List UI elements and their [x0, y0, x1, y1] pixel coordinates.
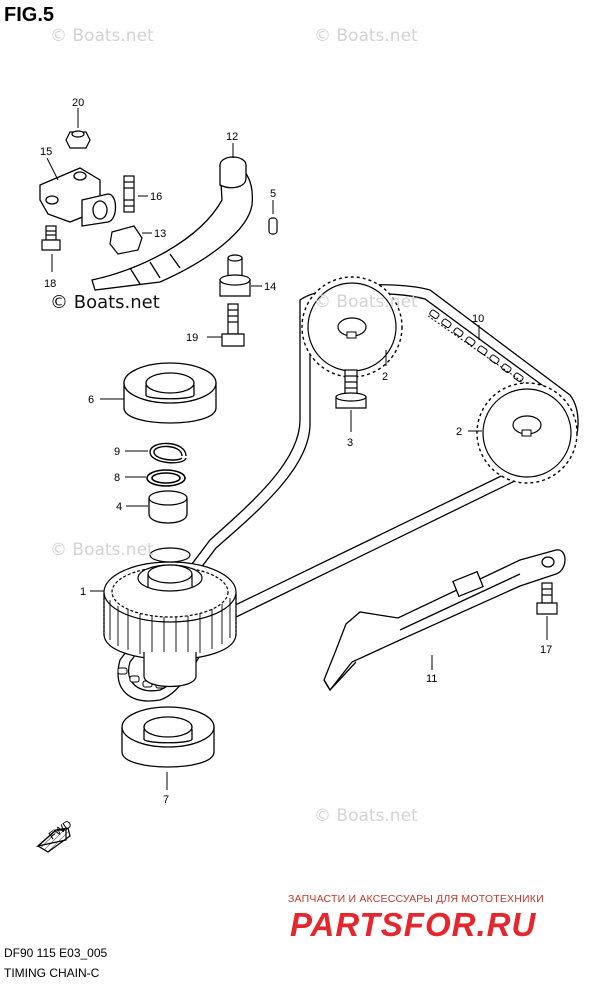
fwd-arrow-icon: FWD [35, 818, 74, 853]
tensioner-plate [109, 225, 143, 255]
callout-15: 15 [40, 146, 52, 158]
seller-logo: PARTSFOR.RU [290, 906, 537, 943]
callout-12: 12 [226, 131, 238, 143]
leader-lines [46, 108, 548, 790]
callout-2-upper: 2 [382, 371, 388, 383]
tensioner-bracket [39, 167, 117, 227]
figure-title: FIG.5 [4, 4, 55, 26]
callout-numbers: 20 15 16 13 18 12 5 14 19 10 2 2 3 6 9 8… [40, 97, 552, 806]
seller-tagline: ЗАПЧАСТИ И АКСЕССУАРЫ ДЛЯ МОТОТЕХНИКИ [288, 893, 544, 905]
callout-3: 3 [347, 437, 353, 449]
o-ring [146, 469, 186, 487]
watermark-dark: © Boats.net [50, 292, 160, 313]
watermark: © Boats.net [314, 26, 418, 46]
callout-4: 4 [116, 501, 122, 513]
watermark: © Boats.net [314, 292, 418, 312]
callout-9: 9 [114, 446, 120, 458]
callout-14: 14 [264, 281, 276, 293]
watermark: © Boats.net [50, 26, 154, 46]
guide-bolt [536, 582, 558, 615]
dowel-pin [268, 217, 278, 235]
sprocket-bolt [335, 369, 367, 409]
callout-16: 16 [150, 191, 162, 203]
figure-code: DF90 115 E03_005 [4, 946, 108, 960]
callout-20: 20 [72, 97, 84, 109]
pivot-bolt [221, 303, 245, 347]
callout-17: 17 [540, 644, 552, 656]
callout-18: 18 [44, 278, 56, 290]
callout-8: 8 [114, 472, 120, 484]
figure-caption: TIMING CHAIN-C [4, 966, 100, 980]
callout-11: 11 [426, 673, 437, 685]
callout-10: 10 [472, 313, 484, 325]
callout-6: 6 [88, 394, 94, 406]
callout-13: 13 [154, 228, 166, 240]
chain-tensioner-arm [91, 156, 254, 291]
watermark: © Boats.net [314, 806, 418, 826]
stud [123, 175, 135, 213]
bearing-upper [123, 362, 217, 424]
circlip [149, 442, 187, 464]
camshaft-sprocket-upper [301, 276, 403, 378]
watermark: © Boats.net [50, 540, 154, 560]
callout-1: 1 [80, 586, 86, 598]
crankshaft-gear [103, 547, 237, 687]
bushing [148, 490, 188, 524]
pivot-sleeve [219, 254, 251, 297]
camshaft-sprocket-right [476, 382, 578, 484]
callout-2-right: 2 [456, 426, 462, 438]
callout-5: 5 [270, 188, 276, 200]
callout-19: 19 [186, 332, 198, 344]
chain-guide-lower [323, 549, 566, 692]
nut [65, 130, 91, 149]
callout-7: 7 [163, 794, 169, 806]
bracket-bolt [41, 225, 61, 251]
bearing-lower [121, 706, 215, 768]
chain-upper-guide [427, 315, 525, 384]
